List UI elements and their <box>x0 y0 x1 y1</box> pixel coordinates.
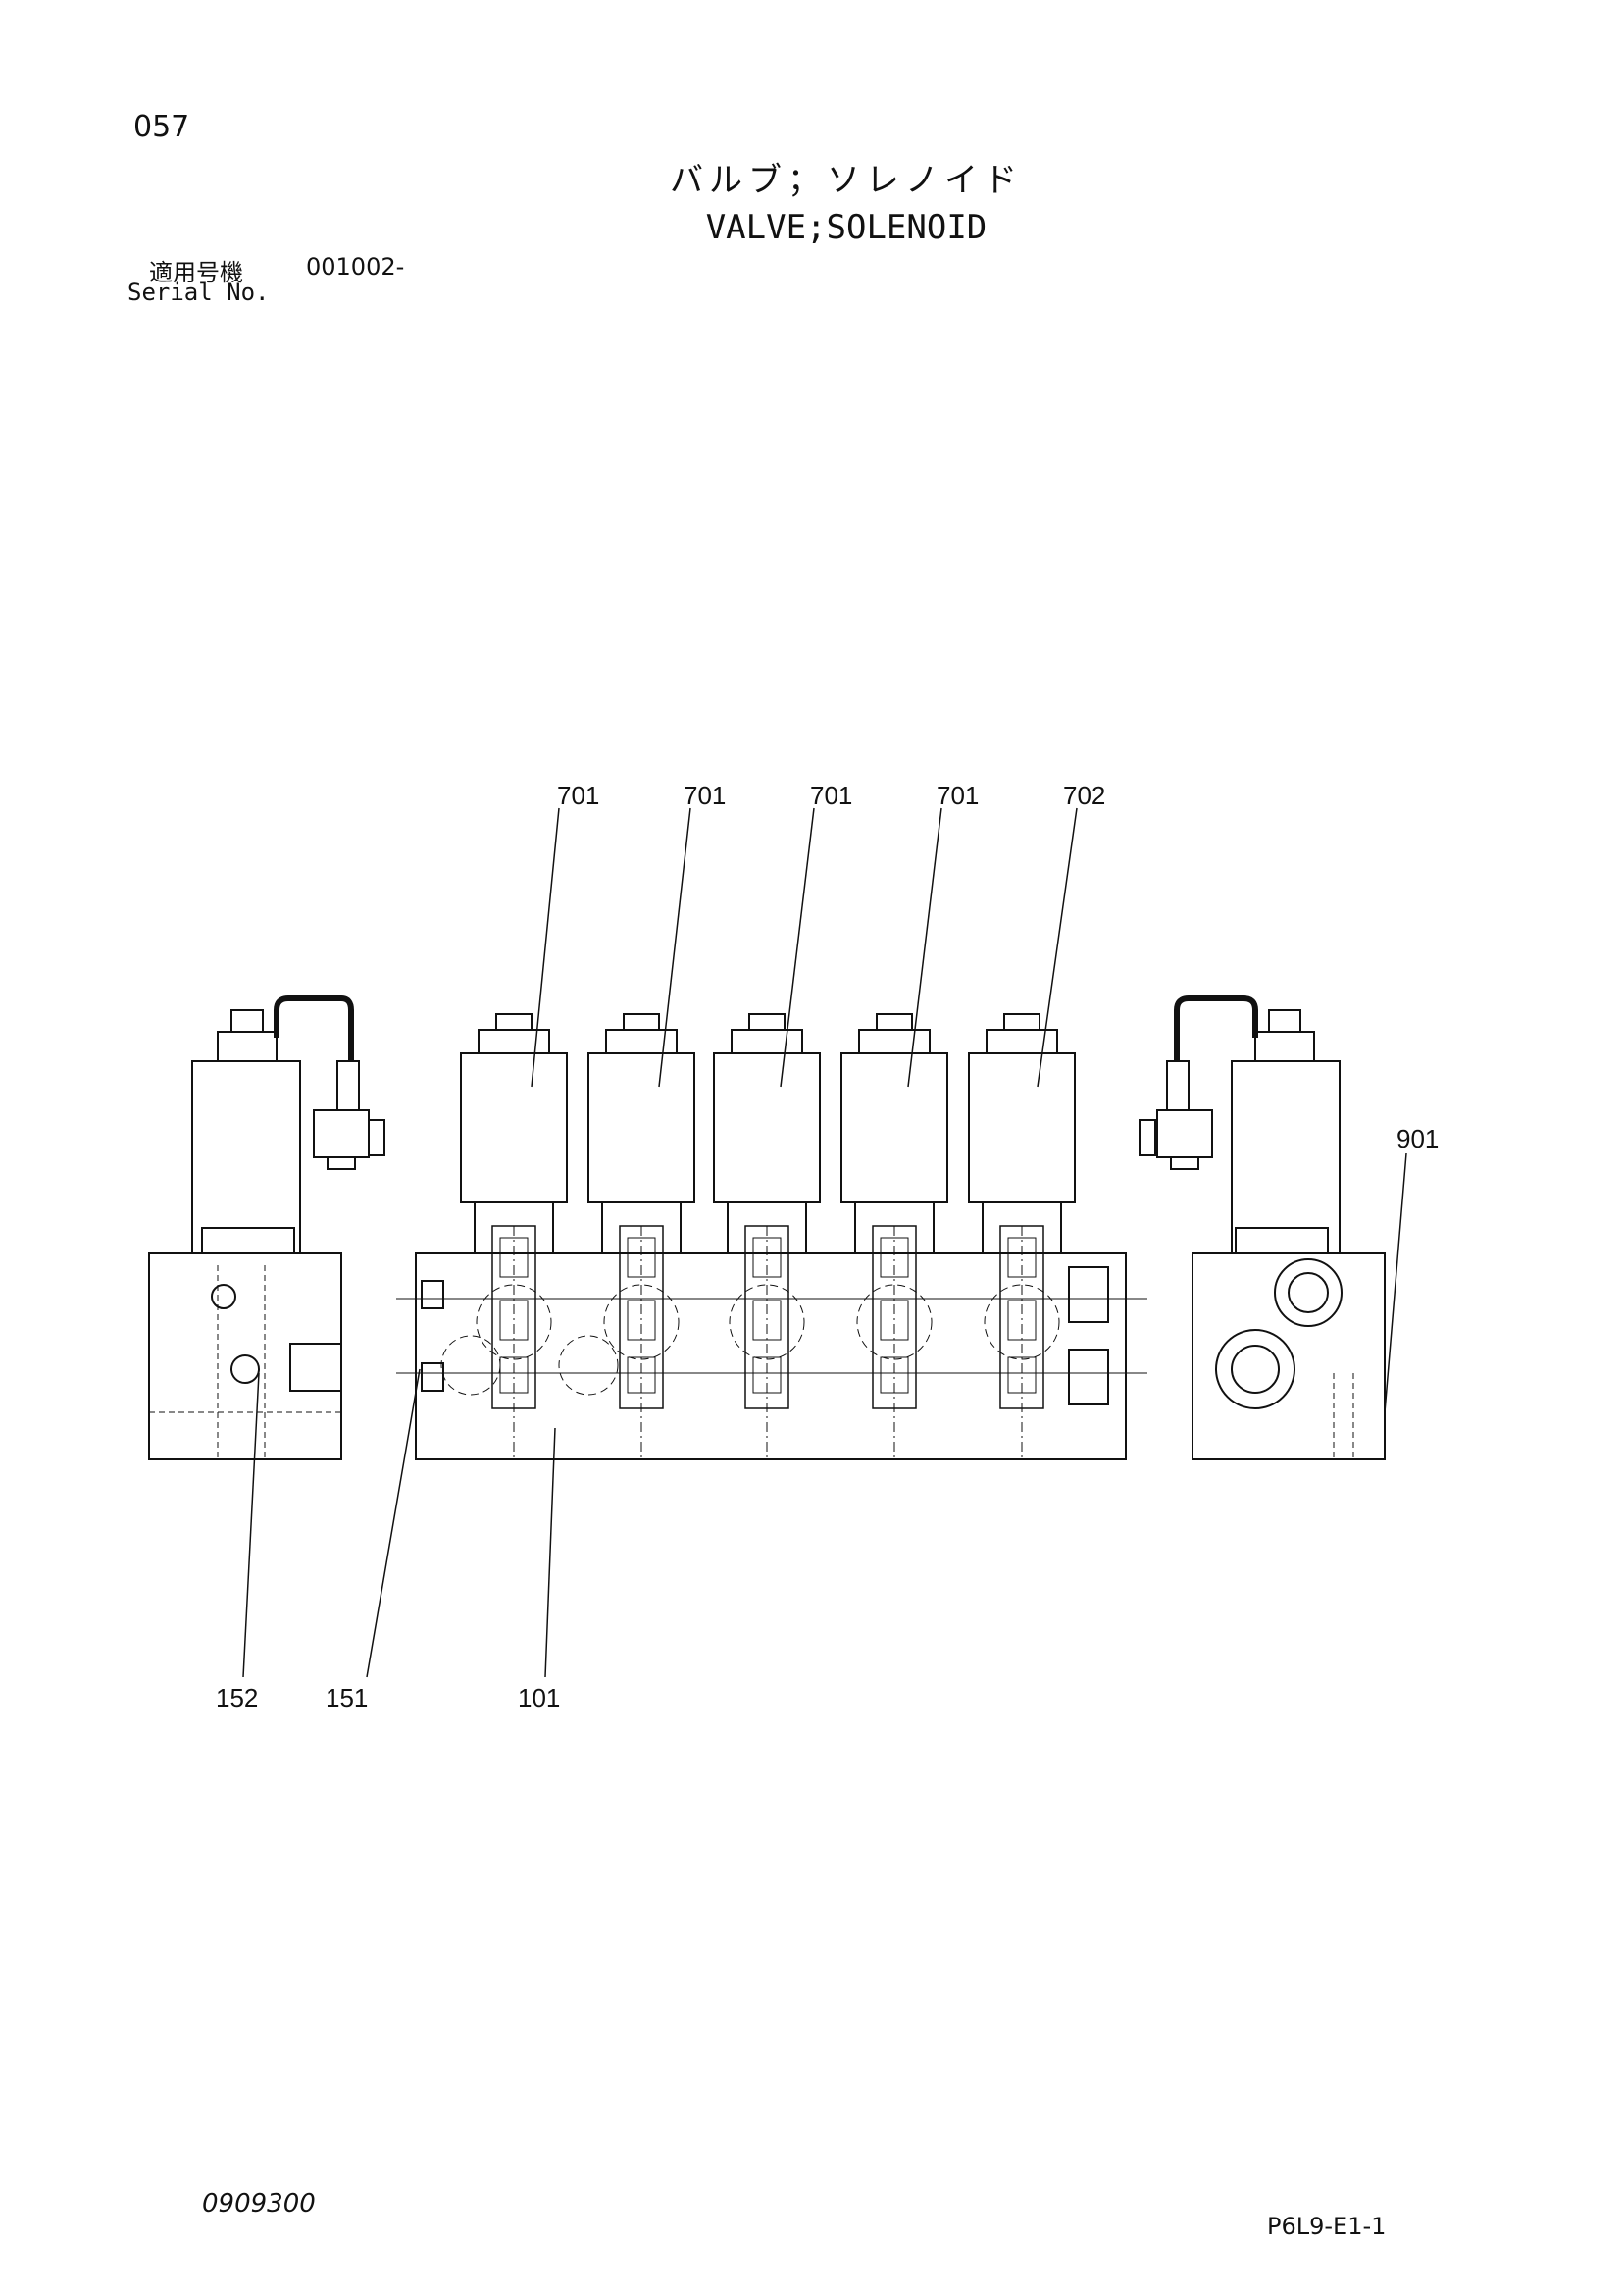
title-japanese: バルブ；ソレノイド <box>670 161 1023 200</box>
page-number: 057 <box>133 110 190 144</box>
serial-label-japanese: 適用号機 <box>149 259 243 286</box>
callout-702: 702 <box>1063 781 1105 810</box>
leader-lines <box>242 807 1407 1678</box>
solenoid-coil-5 <box>968 1013 1076 1459</box>
serial-number: 001002- <box>306 253 405 281</box>
solenoid-coil-1 <box>460 1013 568 1459</box>
callout-701-b: 701 <box>684 781 726 810</box>
callout-151: 151 <box>326 1683 368 1712</box>
solenoid-coil-2 <box>587 1013 695 1459</box>
solenoid-coils <box>460 1013 1076 1459</box>
callout-101: 101 <box>518 1683 560 1712</box>
callout-701-c: 701 <box>810 781 852 810</box>
right-side-view <box>1139 995 1386 1460</box>
callout-701-a: 701 <box>557 781 599 810</box>
callout-701-d: 701 <box>937 781 979 810</box>
center-manifold <box>396 1252 1147 1460</box>
serial-label-english: Serial No. <box>127 279 270 306</box>
left-side-view <box>148 995 385 1460</box>
title-english: VALVE;SOLENOID <box>705 208 988 247</box>
callout-152: 152 <box>216 1683 258 1712</box>
footer-code-left: 0909300 <box>202 2189 316 2219</box>
footer-code-right: P6L9-E1-1 <box>1267 2213 1387 2240</box>
callout-901: 901 <box>1396 1124 1439 1153</box>
solenoid-coil-4 <box>840 1013 948 1459</box>
solenoid-coil-3 <box>713 1013 821 1459</box>
